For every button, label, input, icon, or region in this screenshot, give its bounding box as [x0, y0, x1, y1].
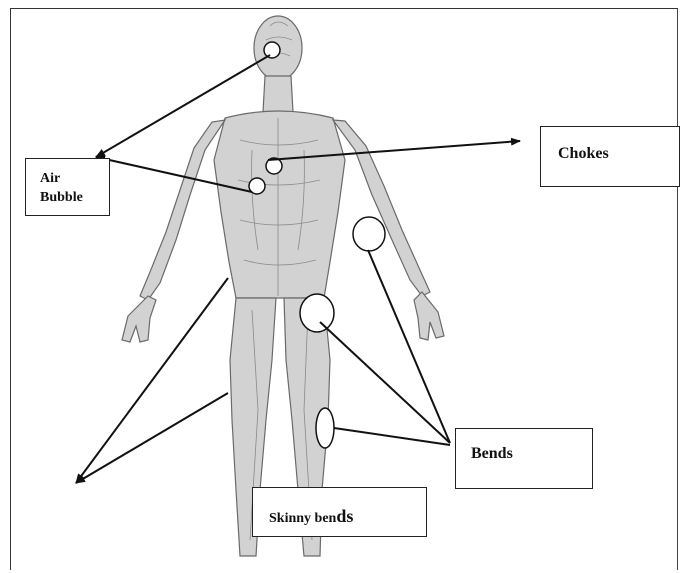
- torso: [214, 111, 345, 298]
- circle-knee: [316, 408, 334, 448]
- air-bubble-label-line1: Air: [40, 169, 109, 188]
- skinny-bends-label-part2: ds: [336, 506, 353, 526]
- bends-label: Bends: [471, 445, 513, 462]
- circle-hip: [300, 294, 334, 332]
- right-arm: [333, 120, 430, 296]
- circle-brain: [264, 42, 280, 58]
- chokes-label: Chokes: [558, 145, 609, 162]
- line-knee-to-bends: [334, 428, 450, 445]
- air-bubble-label-box: Air Bubble: [25, 158, 110, 216]
- left-hand: [122, 296, 156, 342]
- human-body-figure: [122, 16, 444, 556]
- chokes-label-box: Chokes: [540, 126, 680, 187]
- bends-label-box: Bends: [455, 428, 593, 489]
- skinny-bends-label-part1: Skinny ben: [269, 511, 336, 526]
- circle-elbow: [353, 217, 385, 251]
- line-hip-to-bends: [320, 322, 450, 443]
- left-arm: [140, 120, 225, 300]
- air-bubble-label-line2: Bubble: [40, 188, 109, 207]
- skinny-bends-label-box: Skinny bends: [252, 487, 427, 537]
- right-hand: [414, 292, 444, 340]
- arrow-skin-lower: [76, 393, 228, 483]
- neck: [263, 76, 293, 112]
